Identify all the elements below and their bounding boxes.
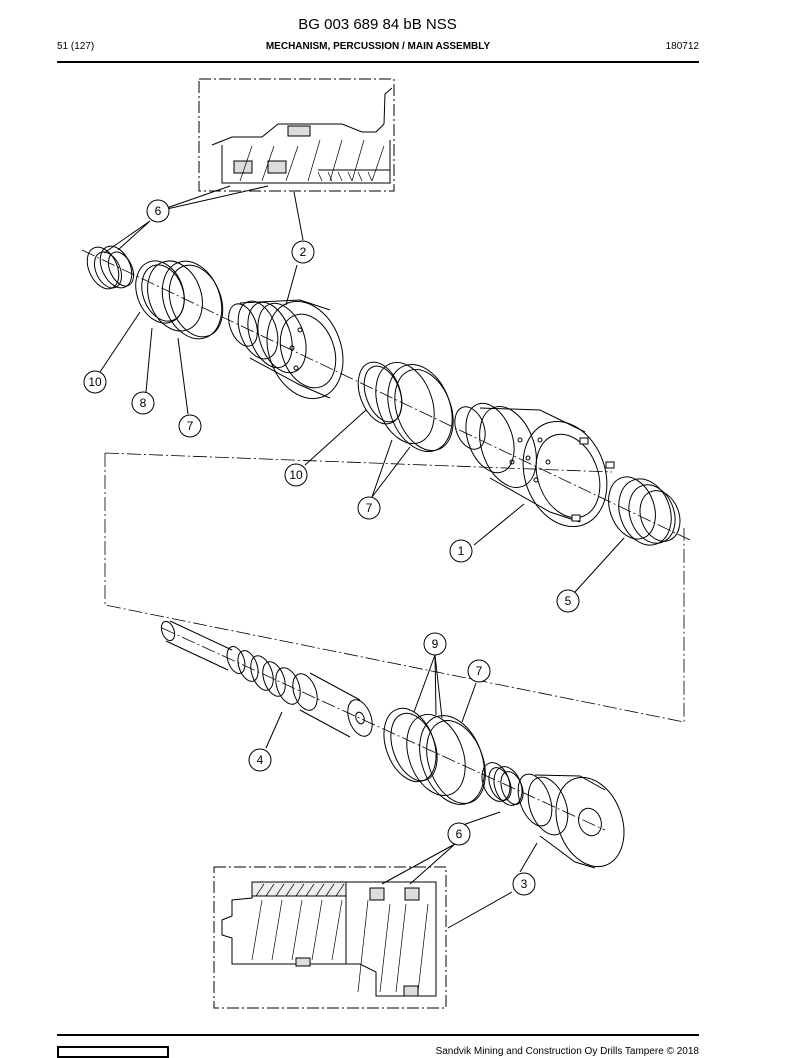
piston-part-4 bbox=[160, 620, 373, 738]
seal-rings-6-bottom bbox=[481, 762, 524, 806]
seal-rings-6-top bbox=[86, 245, 135, 290]
callout-4: 4 bbox=[257, 753, 264, 767]
header-row: 51 (127) MECHANISM, PERCUSSION / MAIN AS… bbox=[57, 41, 699, 55]
callout-6-bottom: 6 bbox=[456, 827, 463, 841]
callout-7-lower: 7 bbox=[476, 664, 483, 678]
page-reference: 51 (127) bbox=[57, 41, 95, 52]
callout-1: 1 bbox=[458, 544, 465, 558]
document-id: BG 003 689 84 bB NSS bbox=[298, 16, 457, 33]
header-rule bbox=[57, 61, 699, 63]
cylinder-part-2 bbox=[228, 299, 344, 400]
bottom-detail-view bbox=[213, 866, 447, 1009]
document-code: 180712 bbox=[665, 41, 699, 52]
rings-9-7-lower bbox=[383, 707, 486, 805]
callout-3: 3 bbox=[521, 877, 528, 891]
rings-10-8-7-upper bbox=[135, 260, 224, 340]
footer-rule bbox=[57, 1034, 699, 1036]
callout-10-mid: 10 bbox=[289, 468, 303, 482]
section-title: MECHANISM, PERCUSSION / MAIN ASSEMBLY bbox=[265, 41, 491, 52]
callout-7-mid: 7 bbox=[366, 501, 373, 515]
end-cap-part-3 bbox=[517, 773, 625, 869]
callout-9: 9 bbox=[432, 637, 439, 651]
callout-2: 2 bbox=[300, 245, 307, 259]
sleeve-part-5 bbox=[608, 476, 681, 546]
callout-7-left: 7 bbox=[187, 419, 194, 433]
company-logo bbox=[57, 1046, 169, 1058]
rings-10-7-mid bbox=[357, 361, 454, 453]
callout-6-top: 6 bbox=[155, 204, 162, 218]
callout-8: 8 bbox=[140, 396, 147, 410]
top-detail-view bbox=[198, 78, 395, 192]
footer-copyright: Sandvik Mining and Construction Oy Drill… bbox=[435, 1046, 699, 1057]
callout-10-left: 10 bbox=[88, 375, 102, 389]
callout-5: 5 bbox=[565, 594, 572, 608]
cylinder-part-1 bbox=[454, 402, 615, 528]
